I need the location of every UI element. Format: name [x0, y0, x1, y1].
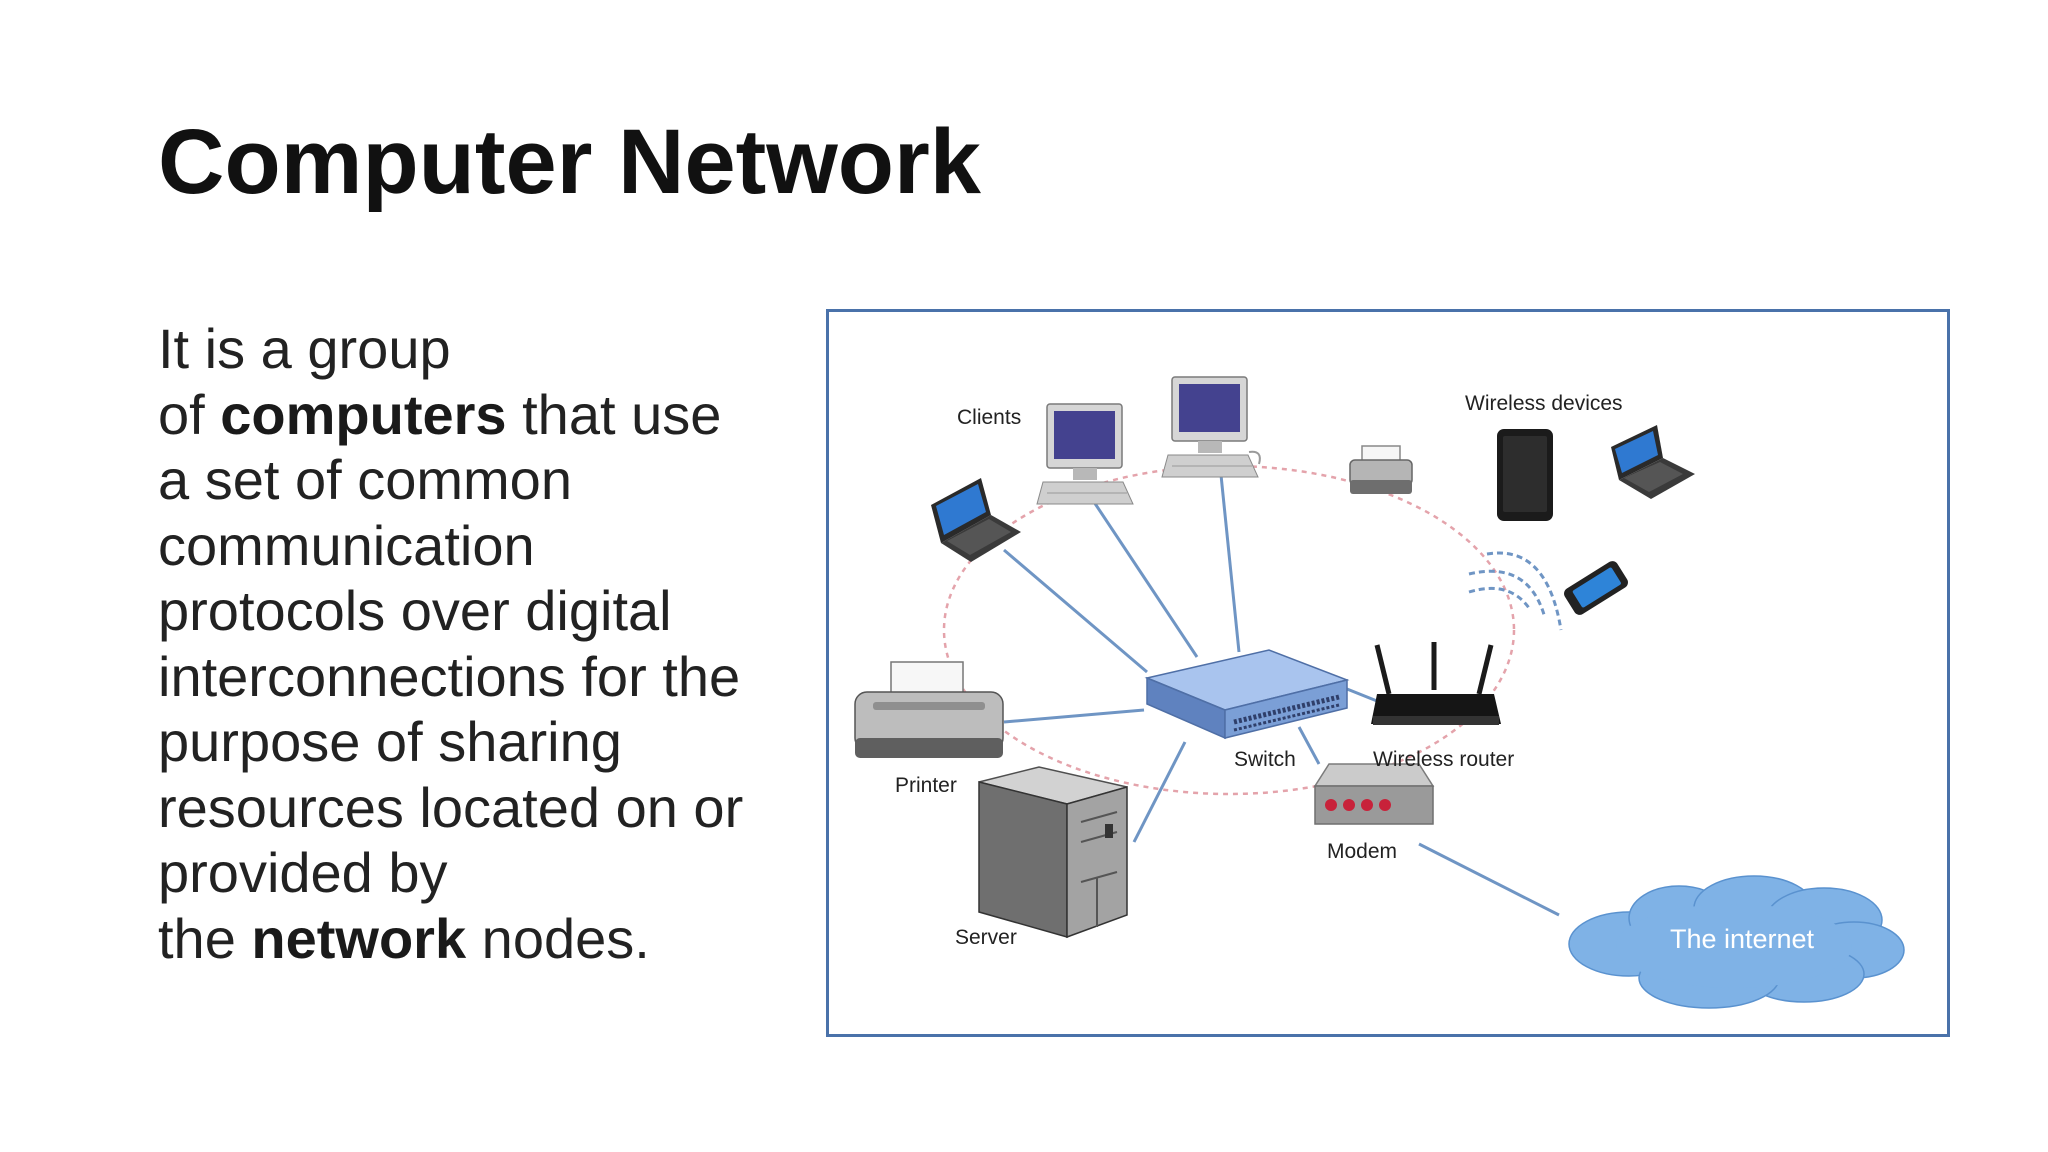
body-line: of computers that use — [158, 382, 818, 448]
wireless-router-icon — [1371, 642, 1501, 725]
body-line: a set of common — [158, 448, 572, 511]
link-modem-internet — [1418, 842, 1560, 917]
body-line: It is a group — [158, 317, 451, 380]
desktop-computer-icon — [1036, 403, 1134, 505]
link-server-switch — [1132, 741, 1187, 843]
body-text-fragment: the — [158, 906, 252, 970]
body-line: interconnections for the — [158, 644, 741, 708]
modem-icon — [1313, 763, 1435, 825]
laptop-icon — [1611, 425, 1695, 499]
body-text-fragment: of — [158, 382, 221, 446]
bold-term-network: network — [251, 906, 467, 970]
label-internet: The internet — [1670, 924, 1815, 954]
wireless-signal-icon — [1468, 551, 1563, 631]
body-text-fragment: nodes. — [466, 906, 650, 970]
label-clients: Clients — [957, 406, 1021, 429]
label-server: Server — [955, 926, 1017, 949]
lan-boundary — [942, 464, 1516, 796]
network-diagram: Clients Wireless devices Printer Switch … — [854, 376, 1905, 1009]
label-switch: Switch — [1234, 748, 1296, 771]
server-icon — [978, 766, 1128, 939]
body-line: the network nodes. — [158, 906, 818, 972]
bold-term-computers: computers — [220, 382, 507, 446]
body-line: resources located on or — [158, 775, 744, 839]
body-line: communication — [158, 513, 535, 577]
network-diagram-frame: Clients Wireless devices Printer Switch … — [826, 309, 1950, 1037]
body-text-fragment: that use — [506, 382, 722, 446]
desktop-computer-icon — [1161, 376, 1261, 478]
link-switch-modem — [1297, 726, 1321, 765]
link-desktop2-switch — [1219, 474, 1241, 653]
tablet-icon — [1497, 429, 1553, 521]
label-wireless-devices: Wireless devices — [1465, 392, 1623, 415]
network-links — [1003, 474, 1560, 917]
label-modem: Modem — [1327, 840, 1397, 863]
slide-title: Computer Network — [158, 111, 981, 213]
label-printer: Printer — [895, 774, 957, 797]
link-laptop-switch — [1003, 548, 1148, 674]
laptop-icon — [931, 478, 1021, 562]
link-desktop1-switch — [1092, 501, 1199, 658]
network-switch-icon — [1144, 649, 1350, 740]
wireless-printer-icon — [1349, 445, 1413, 494]
slide-body-text: It is a group of computers that use a se… — [158, 316, 818, 971]
smartphone-icon — [1564, 561, 1628, 615]
body-line: provided by — [158, 841, 448, 904]
body-line: protocols over digital — [158, 579, 672, 642]
internet-cloud-icon — [1568, 875, 1905, 1009]
printer-icon — [854, 661, 1004, 758]
body-line: purpose of sharing — [158, 710, 622, 773]
link-printer-switch — [1003, 708, 1145, 724]
label-wireless-router: Wireless router — [1373, 748, 1514, 771]
